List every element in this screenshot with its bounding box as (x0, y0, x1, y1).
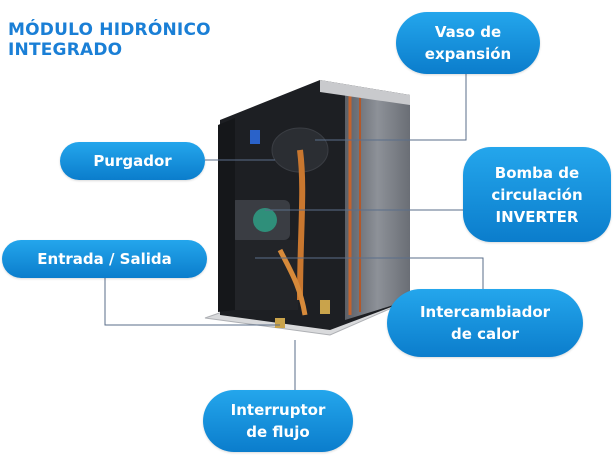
label-intercambiador-calor: Intercambiador de calor (387, 289, 583, 357)
purge-valve (250, 130, 260, 144)
label-vaso-expansion: Vaso de expansión (396, 12, 540, 74)
leader-vaso (315, 70, 467, 141)
leader-intercambiador (255, 257, 484, 300)
leader-entrada (104, 272, 280, 326)
label-interruptor-flujo: Interruptor de flujo (203, 390, 353, 452)
plate-heat-exchanger (228, 240, 298, 310)
top-panel (320, 80, 410, 105)
heat-exchanger-fins (345, 90, 410, 320)
label-purgador: Purgador (60, 142, 205, 180)
diagram-title: MÓDULO HIDRÓNICO INTEGRADO (8, 20, 211, 60)
leader-lines (104, 70, 484, 395)
title-line-2: INTEGRADO (8, 40, 123, 60)
label-entrada-salida: Entrada / Salida (2, 240, 207, 278)
label-bomba-circulacion: Bomba de circulación INVERTER (463, 147, 611, 242)
title-line-1: MÓDULO HIDRÓNICO (8, 20, 211, 40)
